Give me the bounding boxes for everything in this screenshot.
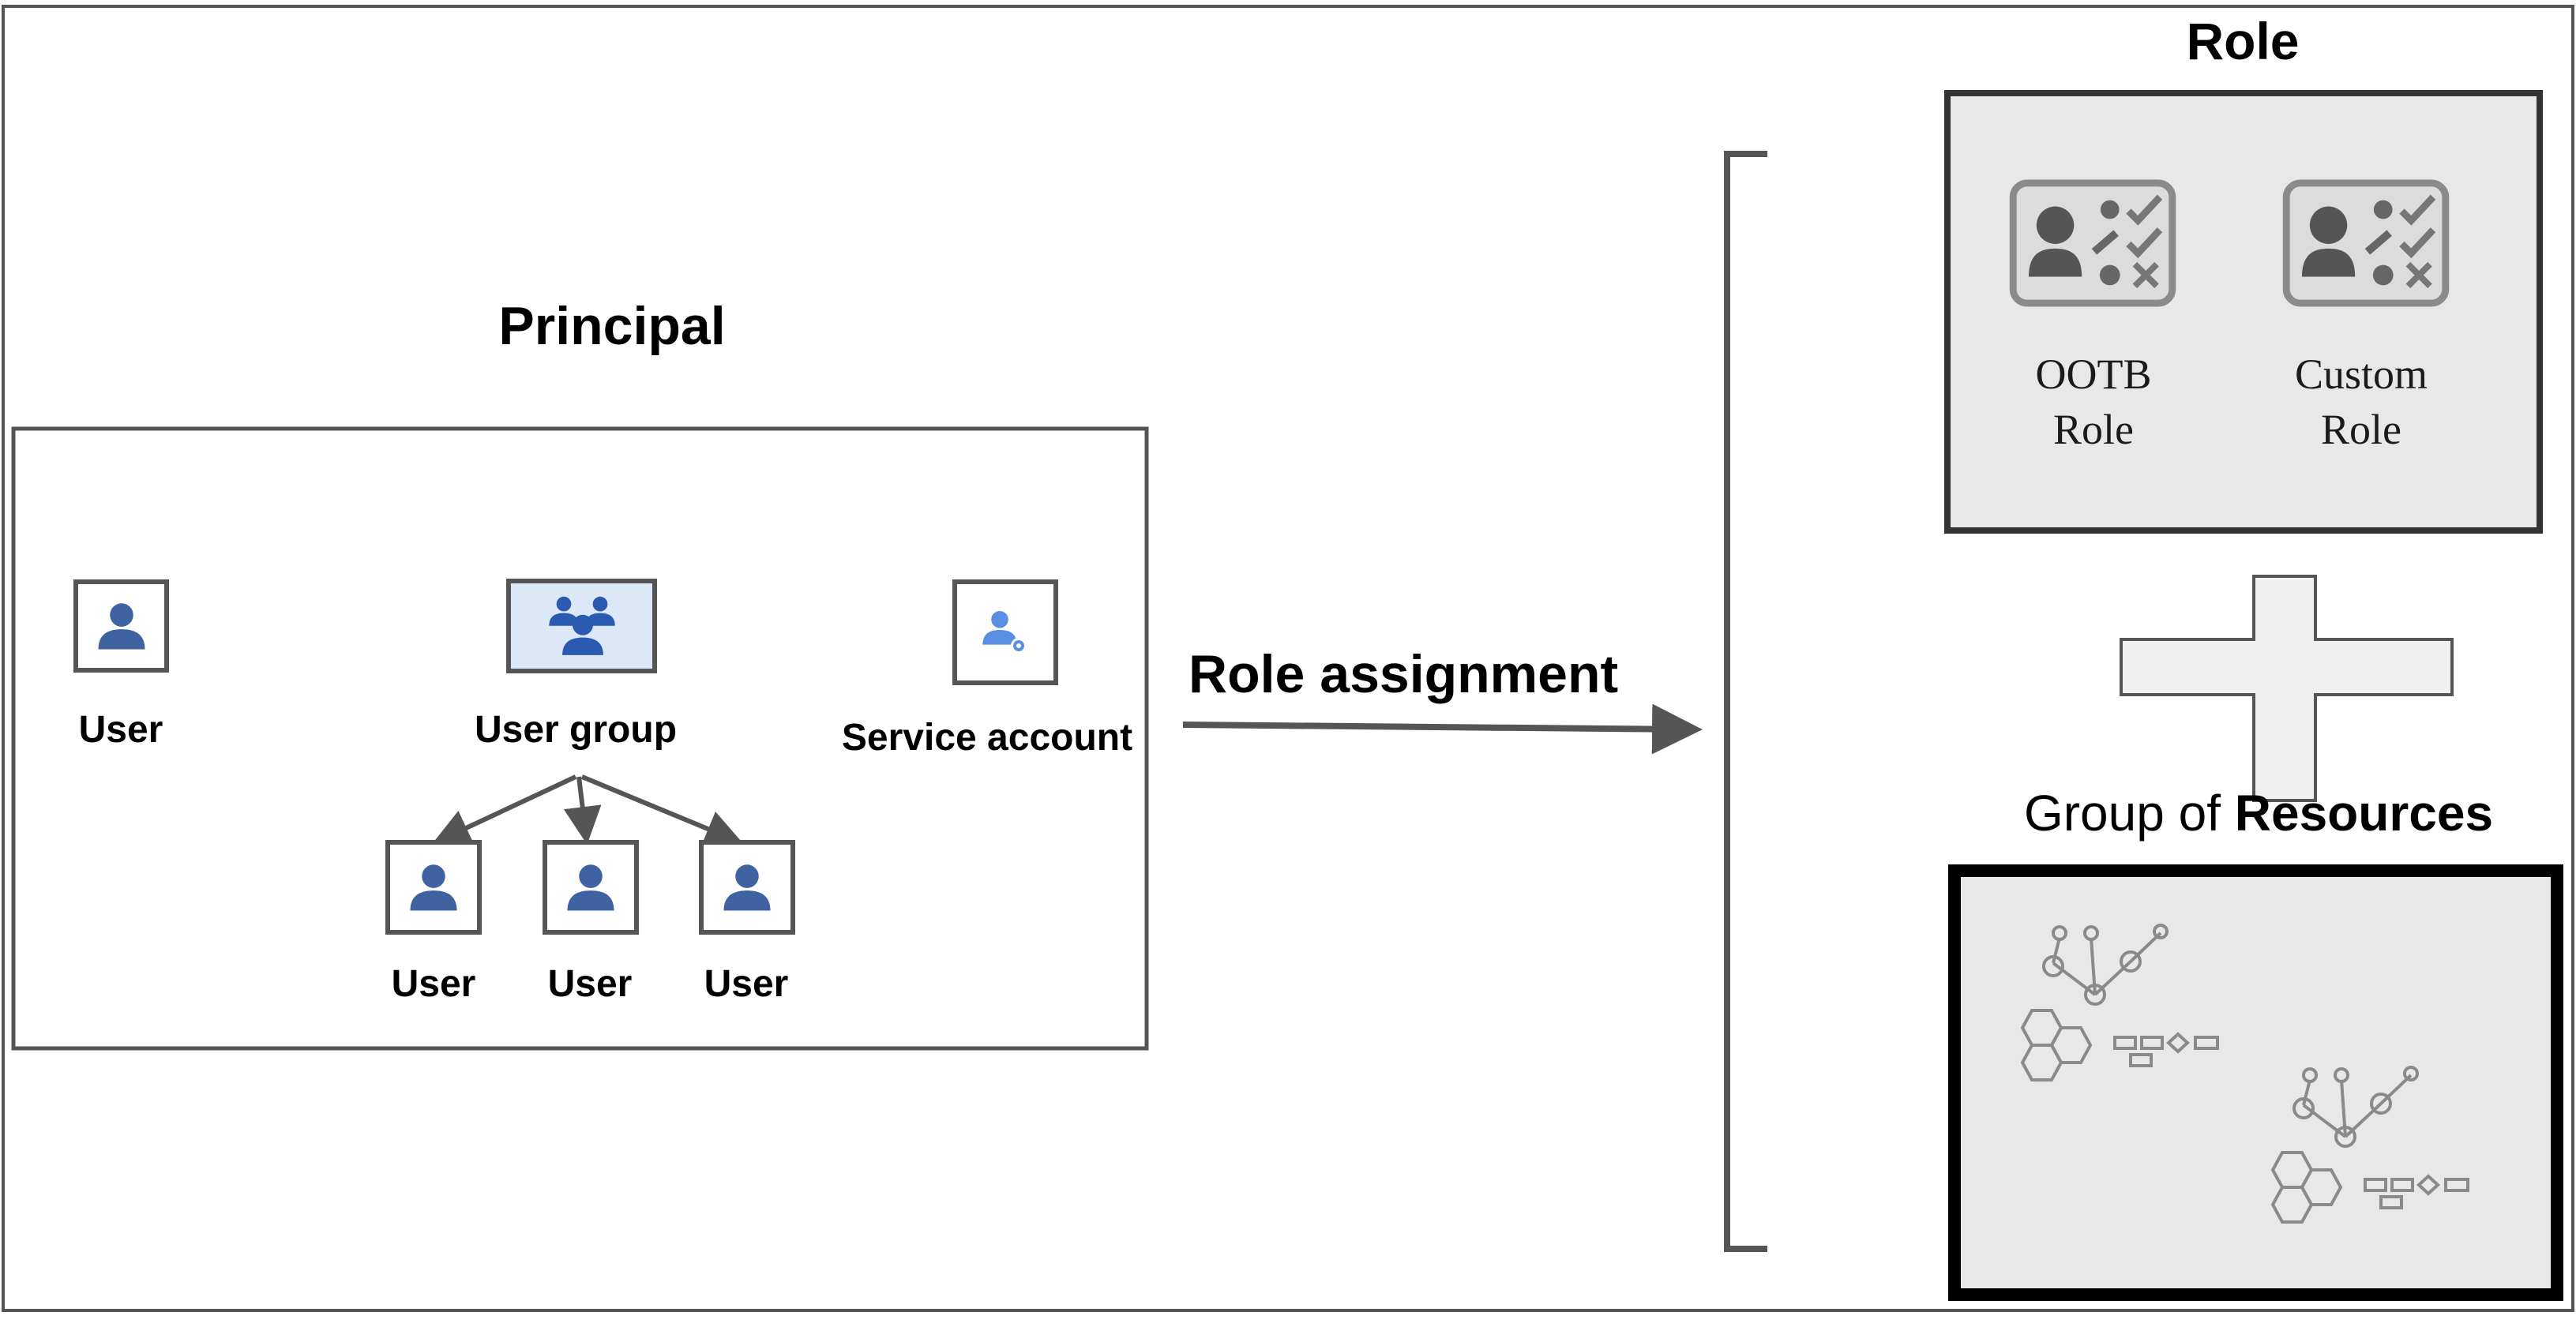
custom-role-line2: Role [2321, 406, 2401, 453]
arrow-to-member-2 [563, 776, 602, 845]
resources-title-prefix: Group of [2024, 785, 2235, 842]
member-user-2-label: User [548, 963, 633, 1005]
service-account-label: Service account [842, 717, 1132, 759]
role-assignment-label: Role assignment [1188, 644, 1618, 704]
user-label: User [79, 709, 163, 751]
principal-title: Principal [498, 296, 725, 356]
role-card-icon [2286, 183, 2446, 303]
member-user-2: User [543, 840, 639, 1005]
service-account-icon [982, 611, 1027, 654]
ootb-role: OOTB Role [2013, 183, 2172, 453]
arrow-to-member-1 [432, 774, 577, 845]
member-user-1-label: User [392, 963, 476, 1005]
role-title: Role [2186, 12, 2299, 70]
user-group-label: User group [475, 709, 677, 751]
resources-title-bold: Resources [2235, 785, 2493, 842]
role-assignment-arrow [1182, 703, 1703, 755]
member-user-3: User [699, 840, 795, 1005]
member-user-1: User [385, 840, 482, 1005]
member-user-2-frame [543, 840, 639, 935]
custom-role: Custom Role [2286, 183, 2446, 453]
role-card-icon [2013, 183, 2172, 303]
left-bracket [1724, 151, 1767, 1252]
resources-panel [1948, 864, 2563, 1301]
arrow-to-member-3 [580, 774, 744, 847]
group-member-arrows [432, 774, 744, 847]
service-account-node: Service account [842, 579, 1132, 759]
ootb-role-line1: OOTB [2036, 350, 2152, 398]
resources-title: Group of Resources [2024, 785, 2493, 842]
custom-role-line1: Custom [2295, 350, 2428, 398]
user-group-node: User group [475, 579, 677, 751]
plus-icon [2120, 575, 2454, 802]
member-user-3-label: User [704, 963, 789, 1005]
user-node: User [73, 579, 169, 751]
ootb-role-line2: Role [2053, 406, 2134, 453]
role-panel [1944, 90, 2543, 534]
principal-box [11, 426, 1149, 1051]
